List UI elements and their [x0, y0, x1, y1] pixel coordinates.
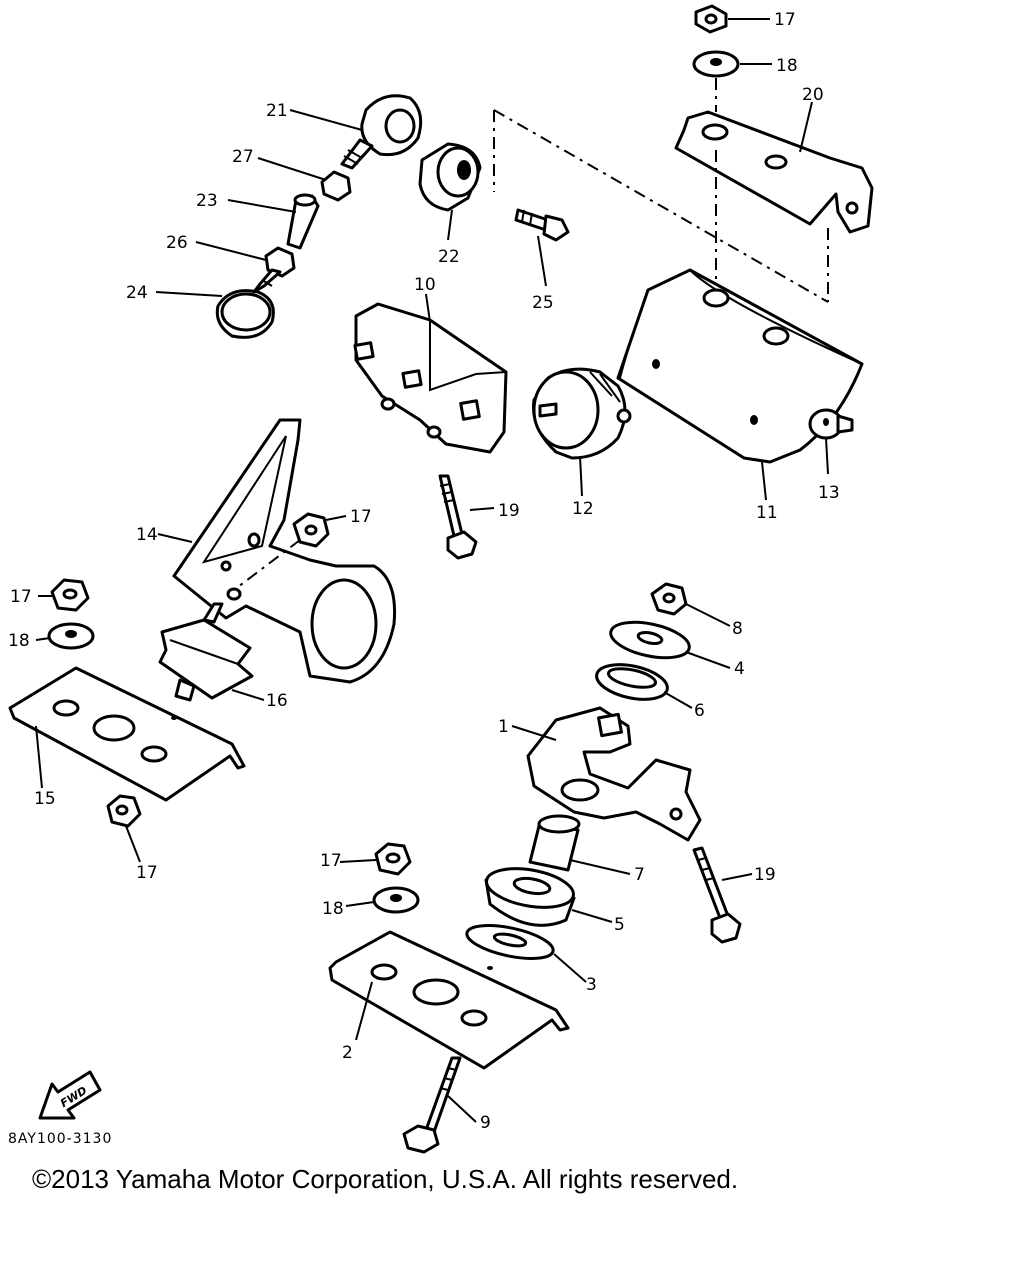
part-plate-15 — [8, 666, 246, 802]
part-nut-17-lower — [374, 842, 412, 876]
part-nut-8 — [650, 582, 688, 616]
part-nut-17-lower-left — [106, 794, 142, 828]
callout-1: 1 — [498, 717, 509, 737]
part-cushion-5 — [484, 867, 576, 927]
callout-13: 13 — [818, 483, 840, 503]
part-rod-end-21 — [340, 94, 423, 170]
callout-26: 26 — [166, 233, 188, 253]
callout-25: 25 — [532, 293, 554, 313]
part-washer-4 — [609, 620, 691, 660]
part-sleeve-23 — [286, 193, 320, 250]
part-nut-17-top — [694, 4, 728, 34]
callout-21: 21 — [266, 101, 288, 121]
part-bracket-20 — [674, 110, 874, 234]
callout-17-lower: 17 — [320, 851, 342, 871]
part-nut-17-mid — [292, 512, 330, 548]
callout-19-lower: 19 — [754, 865, 776, 885]
part-fastener-13 — [808, 408, 854, 440]
part-collar-7 — [528, 814, 581, 872]
part-mount-16 — [158, 602, 254, 702]
callout-27: 27 — [232, 147, 254, 167]
callout-10: 10 — [414, 275, 436, 295]
part-ball-joint-24 — [215, 268, 282, 339]
callout-5: 5 — [614, 915, 625, 935]
callout-4: 4 — [734, 659, 745, 679]
part-bolt-25 — [514, 208, 570, 242]
part-plate-2 — [328, 930, 570, 1070]
callout-19-upper: 19 — [498, 501, 520, 521]
callout-17-top: 17 — [774, 10, 796, 30]
leader-lines — [35, 18, 829, 1123]
callout-22: 22 — [438, 247, 460, 267]
part-washer-3 — [465, 924, 555, 960]
callout-2: 2 — [342, 1043, 353, 1063]
part-bushing-22 — [418, 142, 482, 212]
part-bolt-9 — [402, 1056, 462, 1154]
part-washer-18-top — [692, 50, 740, 78]
callout-3: 3 — [586, 975, 597, 995]
callout-7: 7 — [634, 865, 645, 885]
callout-17-mid: 17 — [350, 507, 372, 527]
callout-14: 14 — [136, 525, 158, 545]
callout-numbers: 1 2 3 4 5 6 7 8 9 10 11 12 13 14 15 16 1… — [8, 10, 840, 1133]
callout-24: 24 — [126, 283, 148, 303]
part-nut-17-left — [50, 578, 90, 612]
part-bolt-19-lower — [692, 846, 742, 944]
callout-16: 16 — [266, 691, 288, 711]
drawing-code: 8AY100-3130 — [8, 1131, 113, 1147]
part-mount-12 — [531, 367, 632, 460]
part-washer-18-lower — [372, 886, 420, 914]
callout-8: 8 — [732, 619, 743, 639]
copyright-notice: ©2013 Yamaha Motor Corporation, U.S.A. A… — [32, 1164, 739, 1194]
callout-9: 9 — [480, 1113, 491, 1133]
fwd-arrow-icon: FWD — [38, 1070, 102, 1120]
callout-18-left: 18 — [8, 631, 30, 651]
callout-17-lower-left: 17 — [136, 863, 158, 883]
part-nut-27 — [320, 170, 352, 202]
part-bolt-19-upper — [438, 474, 478, 560]
part-washer-18-left — [47, 622, 95, 650]
part-bracket-1 — [526, 706, 702, 842]
part-cushion-6 — [595, 663, 669, 701]
callout-18-top: 18 — [776, 56, 798, 76]
callout-6: 6 — [694, 701, 705, 721]
callout-18-lower: 18 — [322, 899, 344, 919]
callout-17-left: 17 — [10, 587, 32, 607]
part-bracket-10 — [353, 302, 508, 454]
callout-12: 12 — [572, 499, 594, 519]
callout-20: 20 — [802, 85, 824, 105]
callout-23: 23 — [196, 191, 218, 211]
callout-15: 15 — [34, 789, 56, 809]
callout-11: 11 — [756, 503, 778, 523]
